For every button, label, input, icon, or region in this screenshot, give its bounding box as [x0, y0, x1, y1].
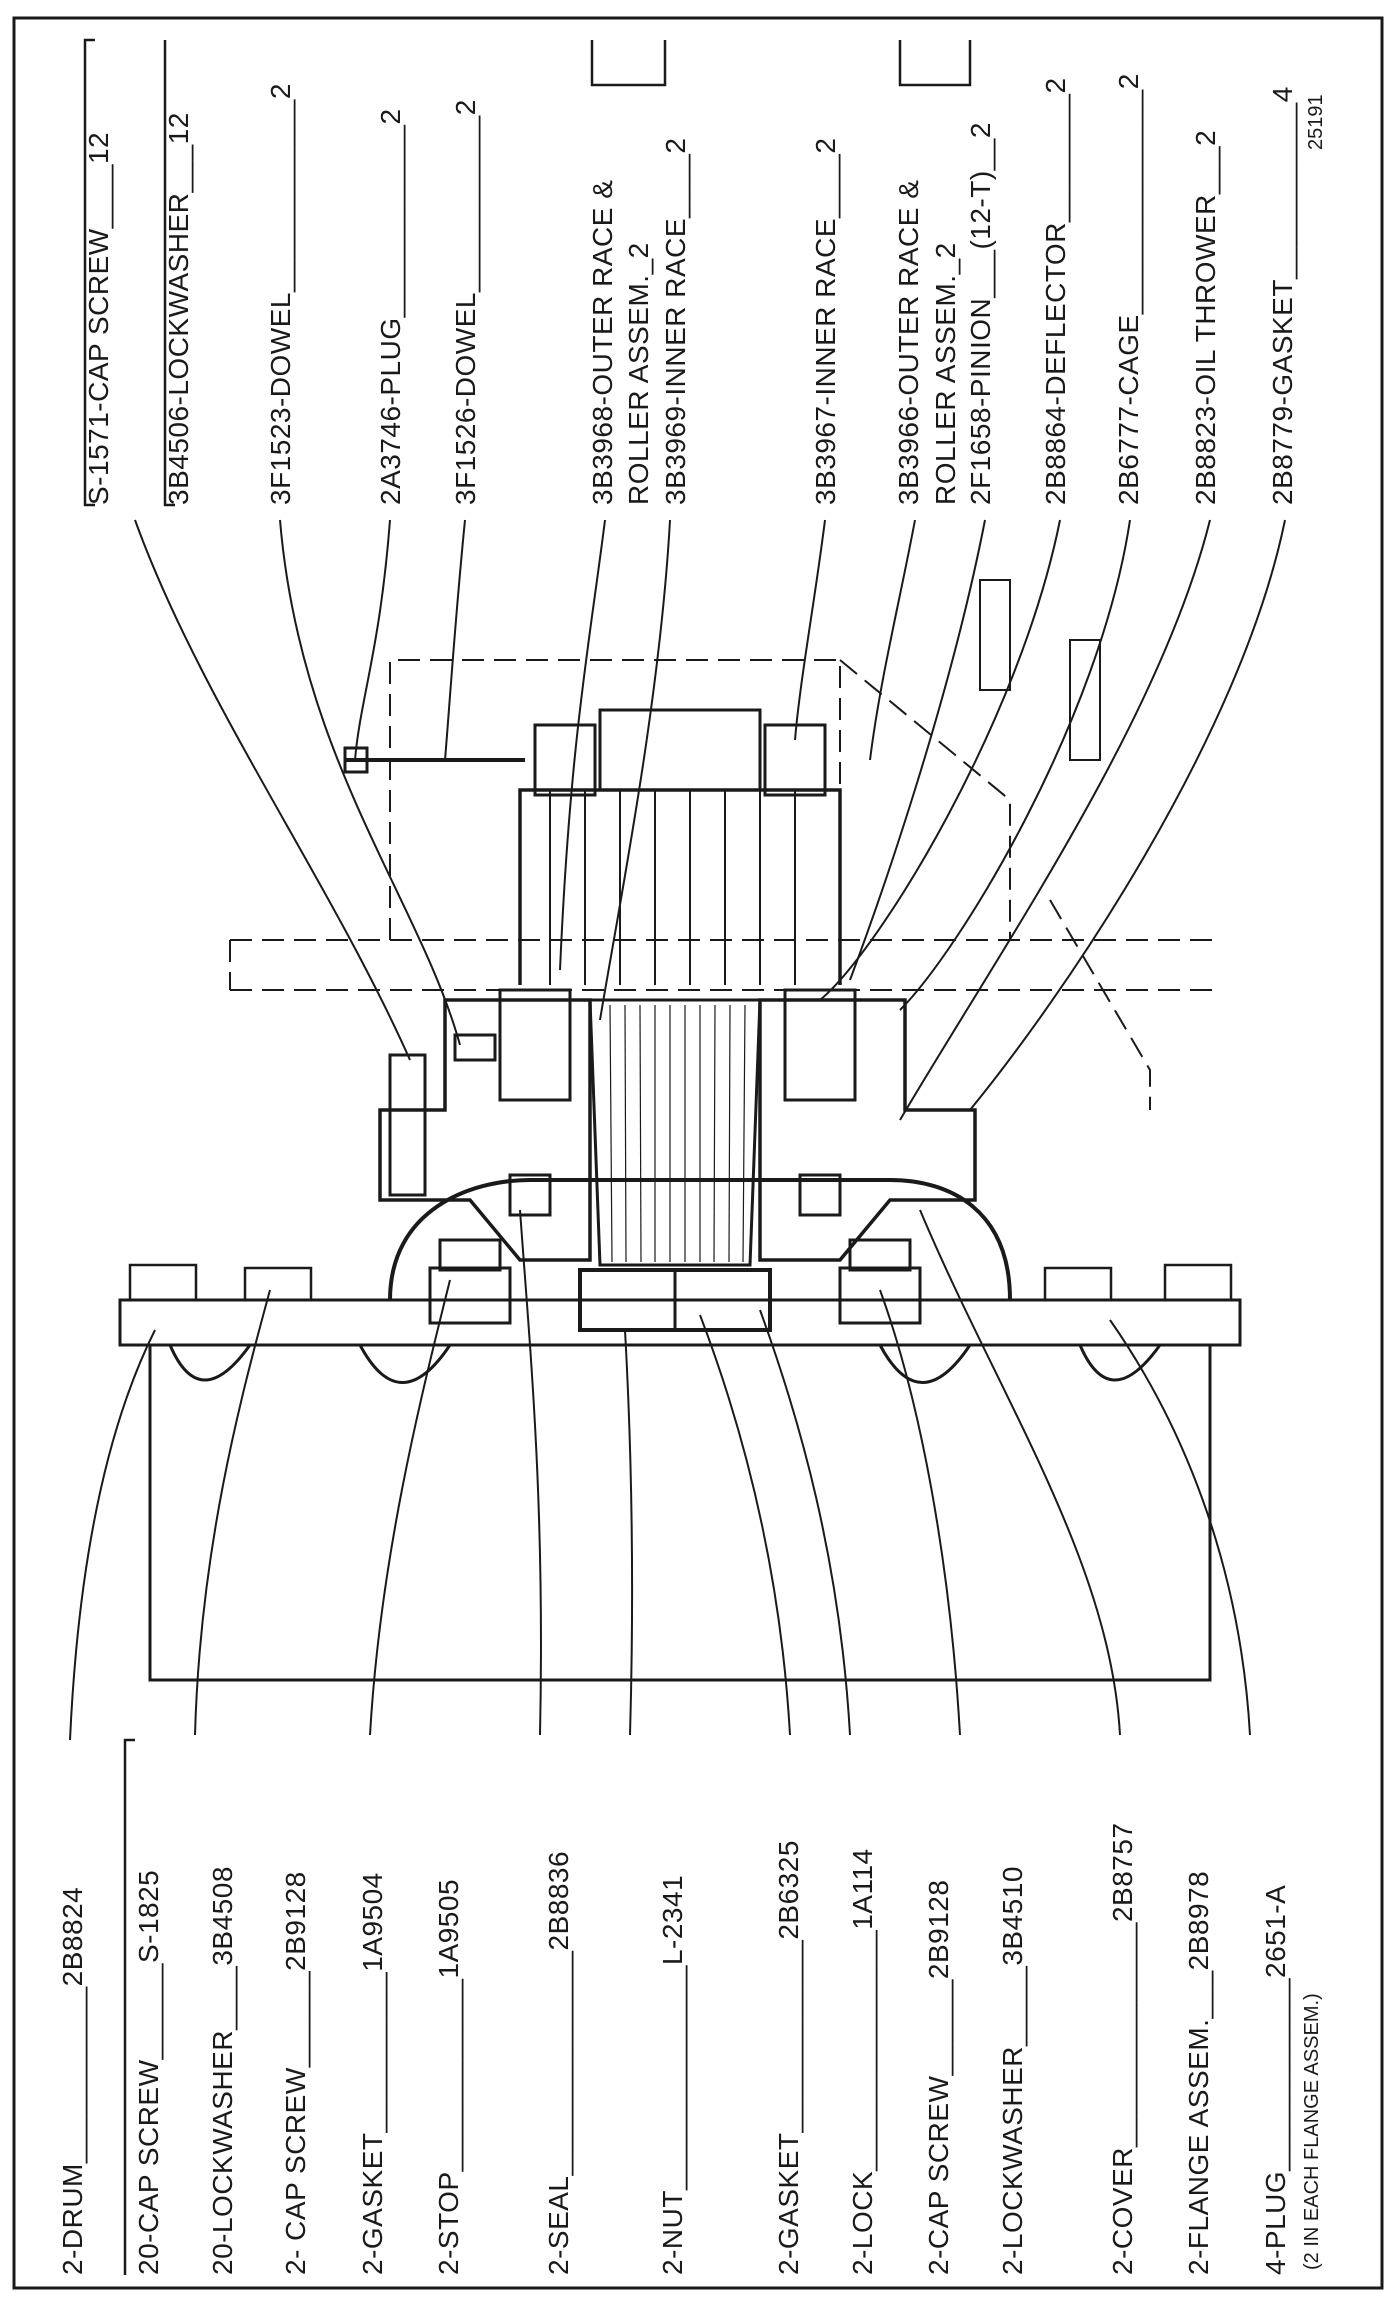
lower-right-bearing: [783, 988, 857, 1102]
bottom-labels: 2-DRUM___________2B8824 20-CAP SCREW____…: [57, 1822, 1323, 2275]
label-cap-screw-s1825: 20-CAP SCREW______S-1825: [133, 1870, 164, 2275]
figure-code: 25191: [1305, 94, 1327, 150]
drum-body: [148, 1343, 1212, 1682]
pinion: [518, 788, 842, 985]
cover: [388, 1178, 1012, 1301]
label-gasket-2b8779: 2B8779-GASKET___________4: [1267, 86, 1298, 505]
label-cap-screw-2b9128-a: 2- CAP SCREW______2B9128: [280, 1871, 311, 2275]
label-gasket-2b6325: 2-GASKET____________2B6325: [773, 1840, 804, 2275]
label-deflector-2b8864: 2B8864-DEFLECTOR________2: [1040, 77, 1071, 505]
flange-bolts: [128, 1263, 1233, 1302]
label-flange-assem-2b8978: 2-FLANGE ASSEM.___2B8978: [1183, 1871, 1214, 2275]
label-plug-2a3746: 2A3746-PLUG____________2: [375, 108, 406, 505]
label-nut-l2341: 2-NUT______________L-2341: [657, 1875, 688, 2275]
top-labels: S-1571-CAP SCREW____12 3B4506-LOCKWASHER…: [83, 73, 1327, 505]
label-lockwasher-3b4506: 3B4506-LOCKWASHER___12: [163, 112, 194, 505]
lower-left-bearing: [498, 988, 572, 1102]
label-lockwasher-3b4510: 2-LOCKWASHER_____3B4510: [997, 1866, 1028, 2275]
label-plug-note: (2 IN EACH FLANGE ASSEM.): [1301, 1993, 1323, 2270]
label-inner-race-3b3967: 3B3967-INNER RACE____2: [810, 138, 841, 505]
leader-lines-top: [134, 519, 1286, 1121]
upper-right-bearing: [763, 723, 827, 797]
label-oil-thrower-2b8823: 2B8823-OIL THROWER___2: [1190, 130, 1221, 505]
label-brackets: [83, 38, 972, 507]
label-dowel-3f1526: 3F1526-DOWEL___________2: [450, 99, 481, 505]
sheet-border: [12, 16, 1384, 2290]
label-lockwasher-3b4508: 20-LOCKWASHER____3B4508: [207, 1866, 238, 2275]
assembly-drawing: [118, 579, 1242, 1682]
label-outer-race-3b3966: 3B3966-OUTER RACE &: [893, 180, 924, 505]
label-gasket-1a9504: 2-GASKET__________1A9504: [357, 1872, 388, 2275]
label-stop-1a9505: 2-STOP____________1A9505: [433, 1879, 464, 2275]
label-cap-screw-s1571: S-1571-CAP SCREW____12: [83, 132, 114, 505]
label-seal-2b8836: 2-SEAL______________2B8836: [543, 1851, 574, 2275]
drum-flange: [118, 1298, 1242, 1347]
label-cap-screw-2b9128-b: 2-CAP SCREW______2B9128: [923, 1880, 954, 2275]
label-outer-race-3b3966-line2: ROLLER ASSEM._2: [930, 242, 961, 505]
label-drum: 2-DRUM___________2B8824: [57, 1887, 88, 2275]
label-inner-race-3b3969: 3B3969-INNER RACE____2: [660, 138, 691, 505]
leader-lines-bottom: [69, 1209, 1251, 1741]
right-housing: [758, 998, 977, 1262]
label-outer-race-3b3968: 3B3968-OUTER RACE &: [587, 180, 618, 505]
label-dowel-3f1523: 3F1523-DOWEL____________2: [265, 83, 296, 505]
left-housing: [378, 998, 592, 1262]
bottom-bracket: [123, 1738, 135, 2275]
label-cover-2b8757: 2-COVER______________2B8757: [1107, 1822, 1138, 2275]
label-lock-1a114: 2-LOCK_______________1A114: [847, 1848, 878, 2275]
label-pinion-2f1658: 2F1658-PINION___(12-T)__2: [965, 122, 996, 505]
label-plug-2651a: 4-PLUG____________2651-A: [1260, 1885, 1291, 2275]
dowel-3f1523: [453, 1033, 497, 1062]
label-outer-race-3b3968-line2: ROLLER ASSEM._2: [623, 242, 654, 505]
upper-left-bearing: [533, 723, 597, 797]
shaft: [588, 998, 762, 1267]
label-cage-2b6777: 2B6777-CAGE______________2: [1113, 73, 1144, 505]
